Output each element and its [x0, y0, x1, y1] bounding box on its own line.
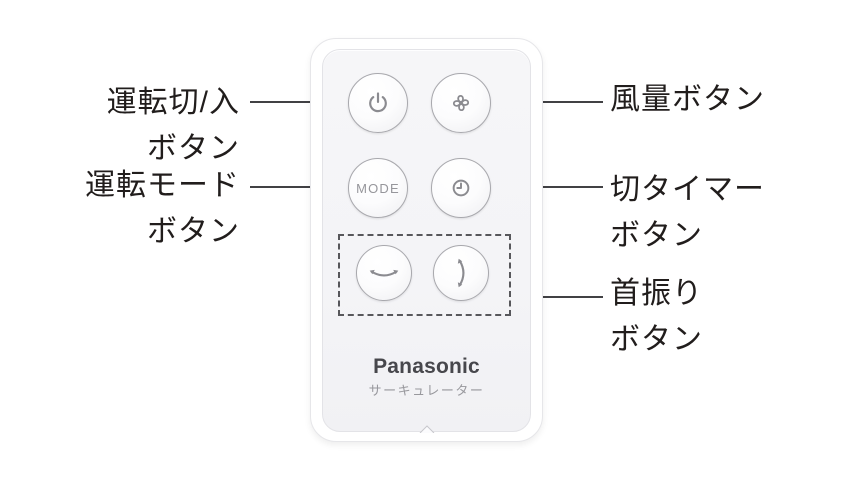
product-name: サーキュレーター	[368, 383, 485, 398]
mode-button-label: MODE	[356, 180, 400, 196]
power-icon	[369, 92, 387, 113]
leader-line-power	[250, 101, 349, 103]
panel-notch-icon	[419, 425, 434, 433]
leader-line-off-timer	[489, 186, 603, 188]
mode-button[interactable]: MODE	[348, 158, 408, 218]
label-off-timer: 切タイマー ボタン	[610, 167, 765, 259]
label-mode: 運転モード ボタン	[85, 163, 240, 255]
leader-line-swing	[510, 296, 603, 298]
swing-group-outline	[338, 234, 511, 316]
clock-icon	[452, 179, 470, 197]
label-power: 運転切/入 ボタン	[107, 80, 240, 172]
label-mode-line1: 運転モード	[85, 169, 240, 202]
label-power-line2: ボタン	[147, 132, 240, 165]
swing-vertical-icon	[457, 258, 465, 288]
label-off-timer-line2: ボタン	[610, 219, 703, 252]
label-fan-speed: 風量ボタン	[610, 77, 765, 123]
swing-horizontal-button[interactable]	[356, 245, 412, 301]
fan-speed-button[interactable]	[431, 73, 491, 133]
leader-line-mode	[250, 186, 348, 188]
label-swing-line1: 首振り	[610, 277, 703, 310]
power-button[interactable]	[348, 73, 408, 133]
leader-line-fan-speed	[489, 101, 603, 103]
swing-vertical-button[interactable]	[433, 245, 489, 301]
fan-icon	[452, 94, 470, 112]
label-fan-speed-line1: 風量ボタン	[610, 83, 765, 116]
swing-horizontal-icon	[369, 269, 399, 277]
label-mode-line2: ボタン	[147, 215, 240, 248]
label-off-timer-line1: 切タイマー	[610, 173, 765, 206]
label-swing: 首振り ボタン	[610, 271, 703, 363]
off-timer-button[interactable]	[431, 158, 491, 218]
label-power-line1: 運転切/入	[106, 86, 240, 119]
label-swing-line2: ボタン	[610, 323, 703, 356]
remote-control: MODE Panason	[310, 38, 543, 442]
brand-logo: Panasonic	[373, 355, 480, 378]
